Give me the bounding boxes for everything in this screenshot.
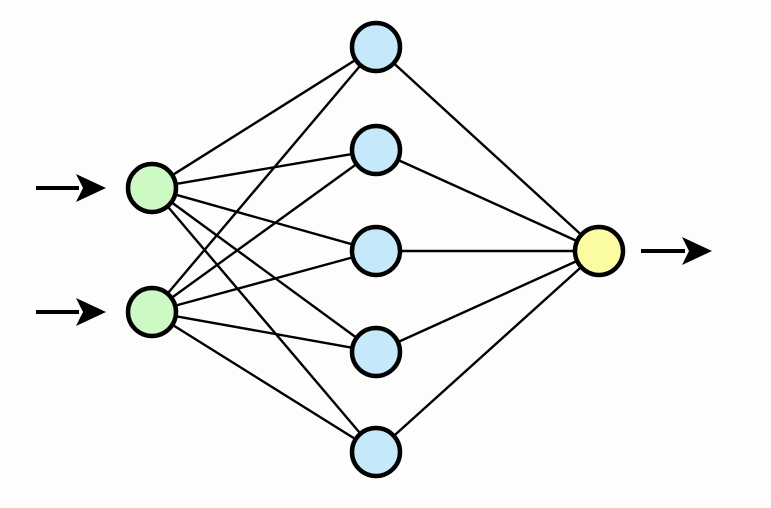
edge-input-node-1-to-hidden-node-5 bbox=[167, 206, 361, 434]
network-nodes bbox=[125, 20, 626, 479]
edge-input-node-1-to-hidden-node-2 bbox=[176, 153, 352, 185]
input-arrow-1-head bbox=[76, 174, 106, 202]
input-node-2[interactable] bbox=[125, 285, 179, 339]
hidden-node-5[interactable] bbox=[349, 425, 403, 479]
edge-hidden-node-5-to-output-node-1 bbox=[393, 266, 582, 437]
edge-input-node-2-to-hidden-node-5 bbox=[172, 324, 356, 440]
input-node-1[interactable] bbox=[125, 161, 179, 215]
edge-input-node-1-to-hidden-node-3 bbox=[175, 193, 353, 246]
edge-input-node-1-to-hidden-node-4 bbox=[171, 201, 357, 339]
io-arrows bbox=[36, 174, 712, 326]
edge-input-node-2-to-hidden-node-2 bbox=[171, 163, 357, 299]
connection-edges bbox=[167, 59, 582, 440]
input-arrow-2-head bbox=[76, 298, 106, 326]
hidden-node-3[interactable] bbox=[349, 224, 403, 278]
hidden-node-4[interactable] bbox=[349, 325, 403, 379]
edge-input-node-2-to-hidden-node-1 bbox=[167, 65, 361, 294]
edge-hidden-node-4-to-output-node-1 bbox=[398, 260, 577, 343]
edge-input-node-2-to-hidden-node-3 bbox=[175, 256, 353, 307]
edge-input-node-2-to-hidden-node-4 bbox=[176, 315, 352, 349]
output-node-1[interactable] bbox=[572, 224, 626, 278]
output-arrow-1-head bbox=[682, 237, 712, 265]
edge-input-node-1-to-hidden-node-1 bbox=[172, 59, 356, 176]
hidden-node-1[interactable] bbox=[349, 20, 403, 74]
edge-hidden-node-1-to-output-node-1 bbox=[393, 63, 582, 235]
edge-hidden-node-2-to-output-node-1 bbox=[398, 159, 577, 242]
hidden-node-2[interactable] bbox=[349, 123, 403, 177]
